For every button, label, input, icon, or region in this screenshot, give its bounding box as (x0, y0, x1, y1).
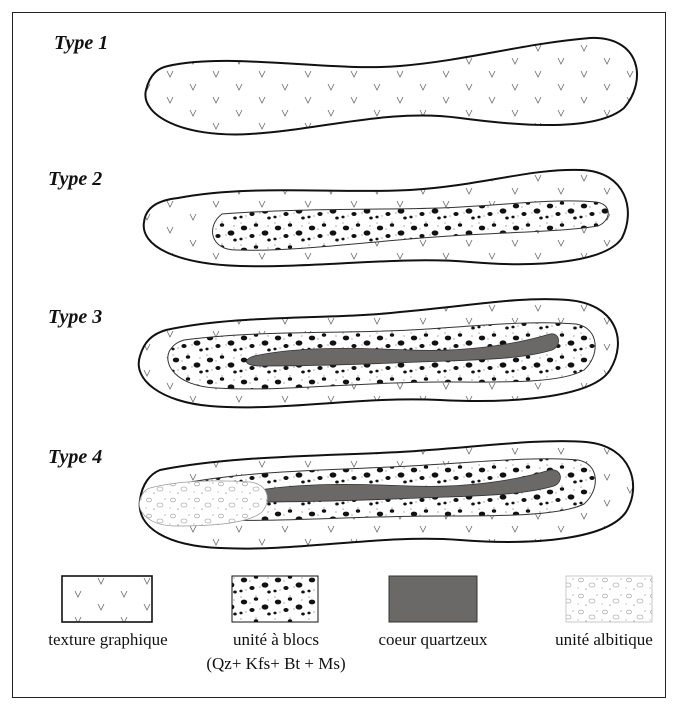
legend-label-unite-a-blocs: unité à blocs (Qz+ Kfs+ Bt + Ms) (190, 630, 362, 674)
legend-swatch-unite-a-blocs (232, 576, 318, 622)
legend-text: unité à blocs (190, 630, 362, 650)
graphic-texture-zone (145, 38, 637, 135)
legend-text: unité albitique (534, 630, 674, 650)
type-4-label: Type 4 (48, 446, 102, 469)
legend-swatch-unite-albitique (566, 576, 652, 622)
legend-text: texture graphique (28, 630, 188, 650)
type-2-body (144, 170, 628, 266)
legend-swatch-coeur-quartzeux (389, 576, 477, 622)
type-3-label: Type 3 (48, 306, 102, 329)
legend-text: coeur quartzeux (358, 630, 508, 650)
type-1-label: Type 1 (54, 32, 108, 55)
type-4-body (139, 441, 633, 549)
legend-label-unite-albitique: unité albitique (534, 630, 674, 650)
type-2-label: Type 2 (48, 168, 102, 191)
legend-text-sub: (Qz+ Kfs+ Bt + Ms) (190, 654, 362, 674)
legend-label-coeur-quartzeux: coeur quartzeux (358, 630, 508, 650)
type-1-body (145, 38, 637, 135)
legend-label-texture-graphique: texture graphique (28, 630, 188, 650)
albitic-unit-zone (139, 481, 267, 526)
type-3-body (139, 299, 618, 407)
legend-swatch-texture-graphique (62, 576, 152, 622)
